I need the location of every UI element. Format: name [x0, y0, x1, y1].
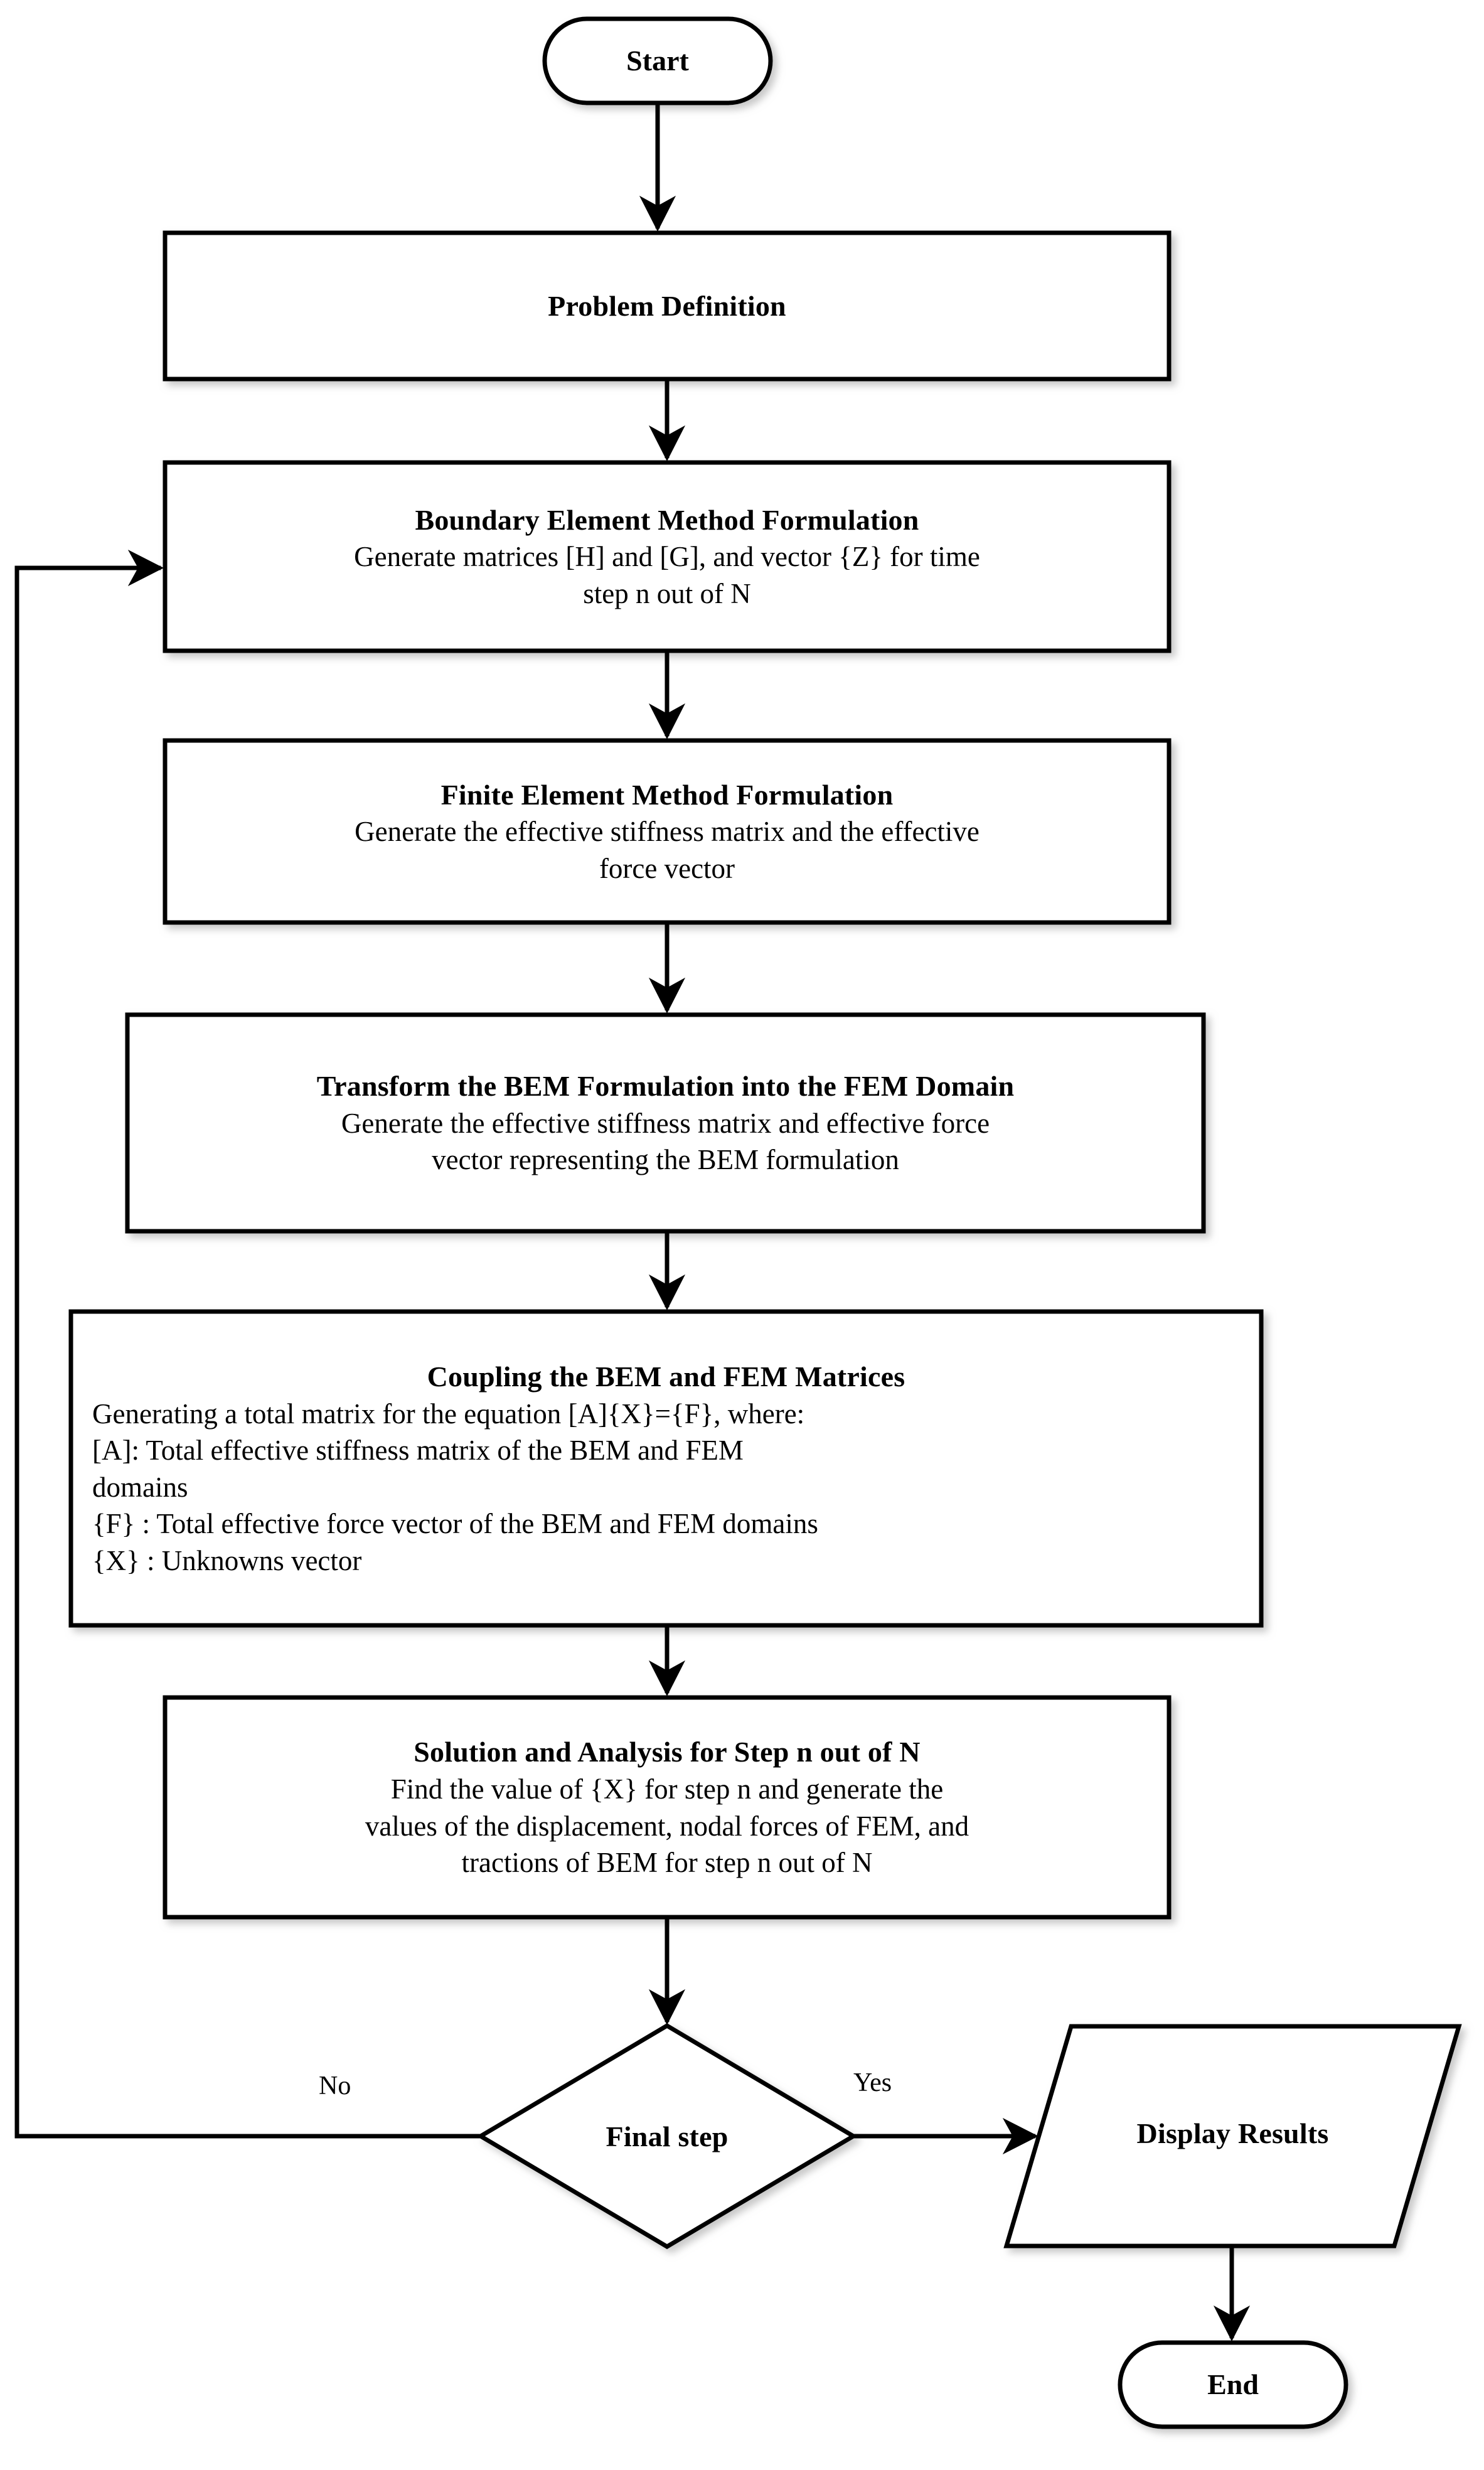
display-results-shape: [1003, 2024, 1462, 2248]
fem-formulation-shape: [163, 738, 1172, 925]
start-terminator-shape: [542, 16, 773, 105]
edge-label-no: No: [319, 2072, 351, 2100]
edge-label-yes: Yes: [853, 2068, 892, 2097]
coupling-shape: [68, 1309, 1264, 1628]
final-step-decision-shape: [476, 2023, 858, 2250]
problem-definition-shape: [163, 230, 1172, 382]
transform-bem-shape: [125, 1012, 1206, 1234]
end-terminator-shape: [1118, 2340, 1348, 2429]
edge-decision-no-loop-to-bem: [14, 549, 481, 2139]
bem-formulation-shape: [163, 460, 1172, 653]
solution-analysis-shape: [163, 1695, 1172, 1920]
